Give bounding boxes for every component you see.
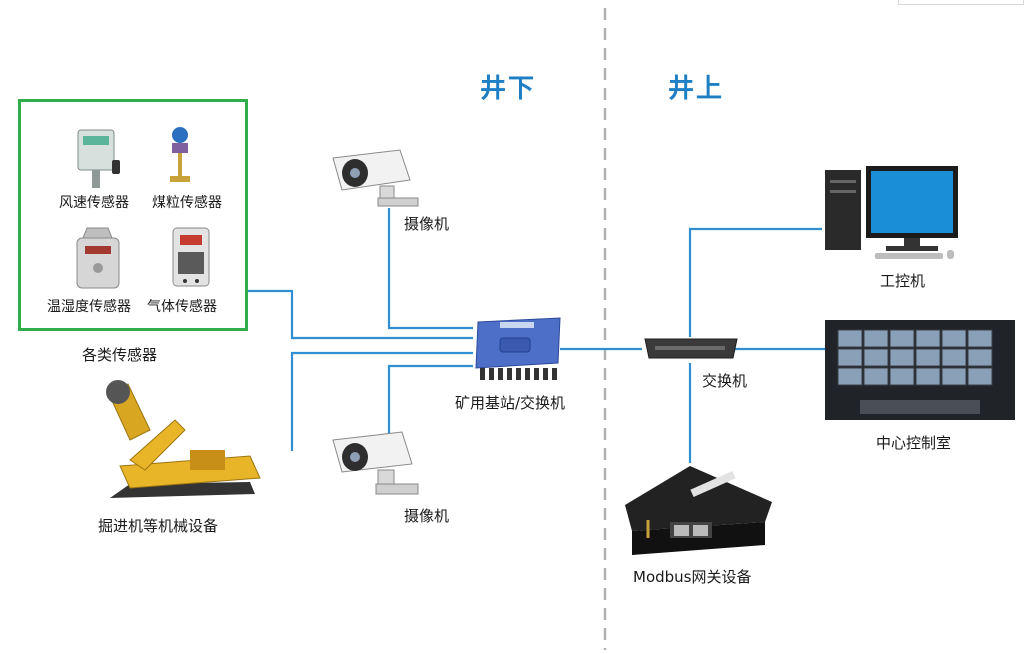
link-switch-pc <box>688 227 822 337</box>
base-station-label: 矿用基站/交换机 <box>455 394 566 412</box>
link-roadheader-base <box>290 351 473 451</box>
camera-top-icon <box>332 149 419 207</box>
gas-sensor-label: 气体传感器 <box>147 299 217 315</box>
wind-sensor-icon <box>77 129 120 188</box>
base-station-icon <box>475 317 561 380</box>
coal-sensor-icon <box>170 127 190 182</box>
modbus-gateway-label: Modbus网关设备 <box>633 568 752 586</box>
roadheader-icon <box>106 380 261 498</box>
zone-underground-label: 井下 <box>480 74 537 104</box>
industrial-pc-label: 工控机 <box>880 272 926 290</box>
link-sensors-base <box>248 289 473 340</box>
humidity-sensor-label: 温湿度传感器 <box>47 299 131 315</box>
link-camera-top-base <box>387 208 473 330</box>
industrial-pc-icon <box>825 166 958 259</box>
corner-tab <box>898 0 1024 5</box>
switch-icon <box>644 338 738 359</box>
roadheader-label: 掘进机等机械设备 <box>98 517 219 535</box>
sensor-group-box <box>18 99 248 331</box>
control-room-icon <box>825 320 1015 420</box>
switch-label: 交换机 <box>702 372 748 390</box>
control-room-label: 中心控制室 <box>876 434 952 452</box>
zone-surface-label: 井上 <box>668 74 725 104</box>
gas-sensor-icon <box>172 227 210 287</box>
camera-top-label: 摄像机 <box>404 215 450 233</box>
camera-bottom-label: 摄像机 <box>404 507 450 525</box>
modbus-gateway-icon <box>625 466 772 555</box>
coal-sensor-label: 煤粒传感器 <box>152 195 222 211</box>
humidity-sensor-icon <box>76 227 120 289</box>
camera-bottom-icon <box>332 431 419 495</box>
sensor-group-label: 各类传感器 <box>82 346 158 364</box>
wind-sensor-label: 风速传感器 <box>59 195 129 211</box>
connection-lines <box>248 208 825 463</box>
link-camera-bottom-base <box>387 364 473 453</box>
